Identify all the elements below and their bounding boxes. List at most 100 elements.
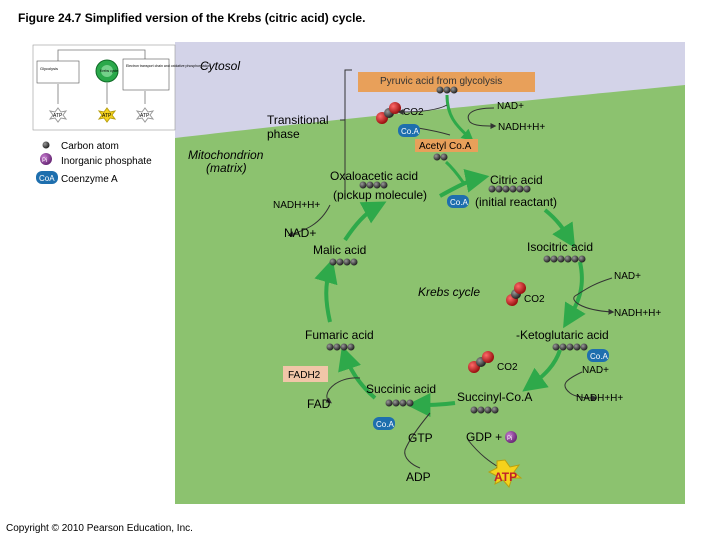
nad-left-arrow xyxy=(287,204,331,237)
thumb-krebs-label: Krebs cycle xyxy=(100,69,118,73)
fumaric-label: Fumaric acid xyxy=(305,328,374,342)
initial-reactant-label: (initial reactant) xyxy=(475,195,557,209)
co2-label-top: CO2 xyxy=(403,107,424,118)
transitional-main-arrow xyxy=(445,94,474,142)
fumaric-carbons xyxy=(326,343,355,351)
malic-carbons xyxy=(329,258,358,266)
pi-icon xyxy=(505,431,517,443)
transitional-label-1: Transitional xyxy=(267,113,329,127)
copyright-notice: Copyright © 2010 Pearson Education, Inc. xyxy=(6,523,193,534)
atp-label: ATP xyxy=(494,470,517,484)
succinyl-carbons xyxy=(470,406,499,414)
acetyl-join-arrow xyxy=(445,160,467,186)
gtp-label: GTP xyxy=(408,431,433,445)
pi-symbol: Pi xyxy=(42,158,47,164)
ketoglutaric-to-succinyl-arrow xyxy=(522,349,562,392)
nadh-label-top: NADH+H+ xyxy=(498,122,545,133)
gdp-label: GDP + xyxy=(466,430,502,444)
transitional-label-2: phase xyxy=(267,127,300,141)
matrix-region xyxy=(175,85,685,504)
co2-label-isocitric: CO2 xyxy=(524,294,545,305)
ketoglutaric-label: -Ketoglutaric acid xyxy=(516,328,609,342)
coa-icon-citric xyxy=(447,195,469,208)
succinyl-to-succinic-arrow xyxy=(406,392,456,417)
malic-label: Malic acid xyxy=(313,243,366,257)
nadh-label-right2: NADH+H+ xyxy=(576,393,623,404)
svg-text:ATP: ATP xyxy=(140,113,150,119)
nadh-label-right1: NADH+H+ xyxy=(614,308,661,319)
succinic-carbons xyxy=(385,399,414,407)
thumb-atp-icon-2: ATP xyxy=(135,107,155,123)
fad-label: FAD xyxy=(307,397,331,411)
carbon-legend-label: Carbon atom xyxy=(61,141,119,152)
succinyl-label: Succinyl-Co.A xyxy=(457,390,532,404)
acetyl-coa-label: Acetyl Co.A xyxy=(419,141,472,152)
nad-label-right1: NAD+ xyxy=(614,271,641,282)
nad-label-right2: NAD+ xyxy=(582,365,609,376)
oxaloacetic-carbons xyxy=(359,181,388,189)
thumb-etc-label: Electron transport chain and oxidative p… xyxy=(126,64,210,68)
thumb-atp-icon-highlight: ATP xyxy=(97,107,117,123)
thumb-glycolysis-label: Glycolysis xyxy=(40,66,58,71)
fadh2-label: FADH2 xyxy=(288,370,321,381)
pathway-thumbnail: Glycolysis Krebs cycle Electron transpor… xyxy=(32,44,210,131)
cytosol-label: Cytosol xyxy=(200,59,240,73)
succinic-label: Succinic acid xyxy=(366,382,436,396)
nad-right2-arrow xyxy=(564,371,598,401)
isocitric-label: Isocitric acid xyxy=(527,240,593,254)
fumaric-to-malic-arrow xyxy=(314,258,338,323)
coa-icon-ketoglutaric xyxy=(587,349,609,362)
pyruvic-acid-label: Pyruvic acid from glycolysis xyxy=(380,76,502,87)
mitochondrion-label: Mitochondrion xyxy=(188,148,264,162)
atp-star-icon xyxy=(487,459,523,488)
adp-label: ADP xyxy=(406,470,431,484)
coenzyme-legend-label: Coenzyme A xyxy=(61,174,118,185)
citric-to-isocitric-arrow xyxy=(543,208,576,249)
svg-text:ATP: ATP xyxy=(102,113,112,119)
citric-acid-label: Citric acid xyxy=(490,173,543,187)
pi-icon-label: Pi xyxy=(507,436,512,442)
coa-legend-icon xyxy=(36,171,58,184)
co2-label-ketoglutaric: CO2 xyxy=(497,362,518,373)
coa-label-transitional: Co.A xyxy=(401,127,419,136)
krebs-cycle-label: Krebs cycle xyxy=(418,285,480,299)
figure-title: Figure 24.7 Simplified version of the Kr… xyxy=(18,11,366,25)
coa-icon-transitional xyxy=(398,124,420,137)
pyruvic-acid-box xyxy=(358,72,535,92)
oxaloacetic-label: Oxaloacetic acid xyxy=(330,169,418,183)
carbon-legend-icon xyxy=(42,141,50,149)
pyruvic-carbon-chain xyxy=(436,86,458,94)
isocitric-carbons xyxy=(543,255,586,263)
acetyl-carbon-chain xyxy=(433,153,448,161)
fadh2-box xyxy=(283,366,328,382)
gtp-adp-arrow xyxy=(404,412,431,469)
nad-label-top: NAD+ xyxy=(497,101,524,112)
transitional-bracket xyxy=(344,69,352,200)
nad-label-left: NAD+ xyxy=(284,226,316,240)
legend: Carbon atom Pi Inorganic phosphate CoA C… xyxy=(36,141,152,185)
nad-reduction-arrow xyxy=(467,107,497,129)
nadh-label-left: NADH+H+ xyxy=(273,200,320,211)
coa-label-ketoglutaric: Co.A xyxy=(590,352,608,361)
co2-release-arrow xyxy=(397,104,448,115)
coa-symbol: CoA xyxy=(39,174,55,183)
coa-join-line xyxy=(417,127,451,136)
thumb-atp-icon: ATP xyxy=(48,107,68,123)
phosphate-legend-label: Inorganic phosphate xyxy=(61,156,152,167)
succinic-to-fumaric-arrow xyxy=(338,345,377,400)
coa-label-citric: Co.A xyxy=(450,198,468,207)
matrix-label: (matrix) xyxy=(206,161,247,175)
acetyl-coa-box xyxy=(415,139,478,152)
co2-molecule-ketoglutaric xyxy=(468,351,494,373)
phosphate-legend-icon xyxy=(40,153,52,165)
ketoglutaric-carbons xyxy=(552,343,588,351)
nad-right1-arrow xyxy=(573,277,615,315)
svg-text:ATP: ATP xyxy=(53,113,63,119)
pickup-label: (pickup molecule) xyxy=(333,188,427,202)
malic-to-oxaloacetic-arrow xyxy=(343,201,387,242)
fad-arrow xyxy=(325,377,361,404)
co2-molecule-isocitric xyxy=(506,282,526,306)
citric-carbons xyxy=(488,185,531,193)
coa-icon-succinyl xyxy=(373,417,395,430)
